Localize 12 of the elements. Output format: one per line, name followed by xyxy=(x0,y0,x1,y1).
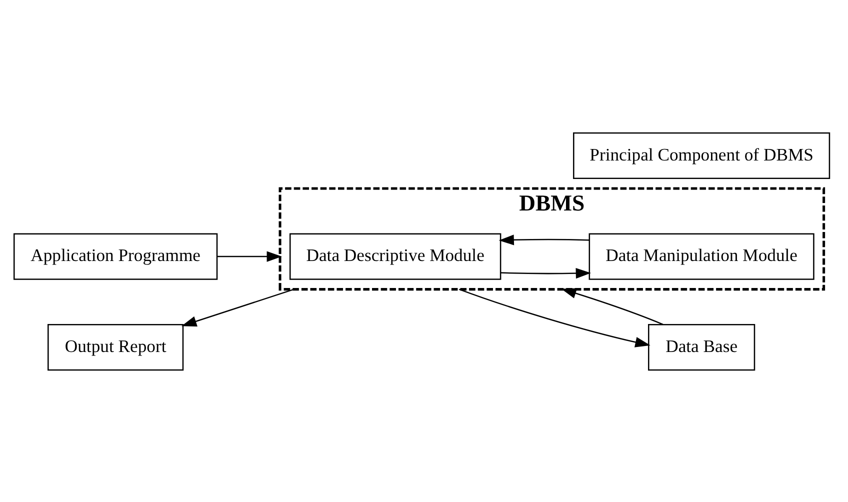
arrow xyxy=(181,288,294,326)
node-box: Output Report xyxy=(48,323,184,370)
arrow xyxy=(458,288,650,347)
node-box: Application Programme xyxy=(13,232,218,280)
arrow xyxy=(498,234,590,245)
arrow xyxy=(217,250,282,262)
arrow xyxy=(500,268,591,278)
node-box: Data Descriptive Module xyxy=(289,232,502,280)
node-box: Principal Component of DBMS xyxy=(573,132,830,179)
node-box: Data Manipulation Module xyxy=(588,232,814,280)
arrow xyxy=(561,288,664,325)
node-box: Data Base xyxy=(648,323,756,370)
